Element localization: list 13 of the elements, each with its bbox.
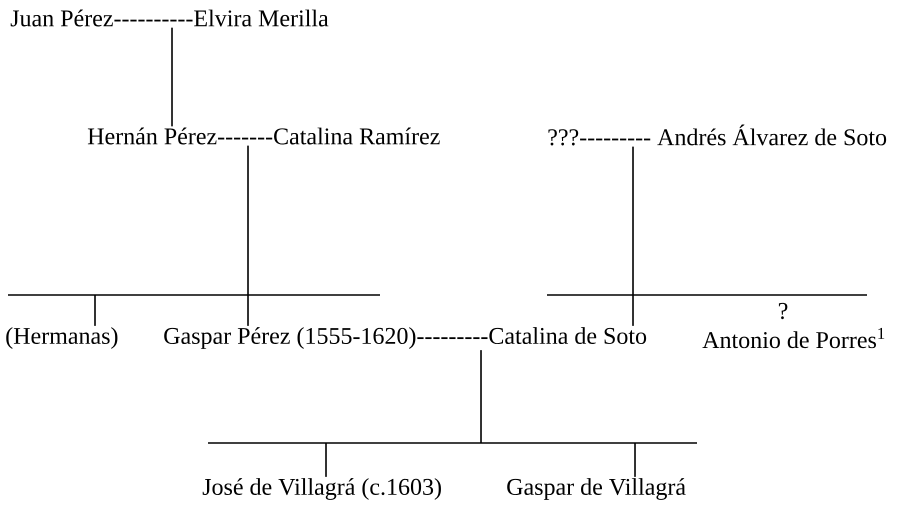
person-name: Hernán Pérez-------Catalina Ramírez <box>88 128 440 144</box>
descent-line <box>546 146 868 327</box>
person-name: Antonio de Porres$^{1}$ <box>702 328 884 348</box>
person-name: José de Villagrá (c.1603) <box>202 478 441 500</box>
descent-line <box>7 144 381 327</box>
person-name: Gaspar de Villagrá <box>507 478 686 500</box>
question-mark: ? <box>778 302 788 320</box>
person-name: Gaspar Pérez (1555-1620)---------Catalina de Soto <box>164 327 646 349</box>
descent-line <box>207 349 698 478</box>
person-name: ???--------- Andrés Álvarez de Soto <box>548 124 886 146</box>
person-name: (Hermanas) <box>6 327 118 349</box>
descent-line <box>171 28 173 126</box>
person-name: Juan Pérez----------Elvira Merilla <box>10 10 328 26</box>
